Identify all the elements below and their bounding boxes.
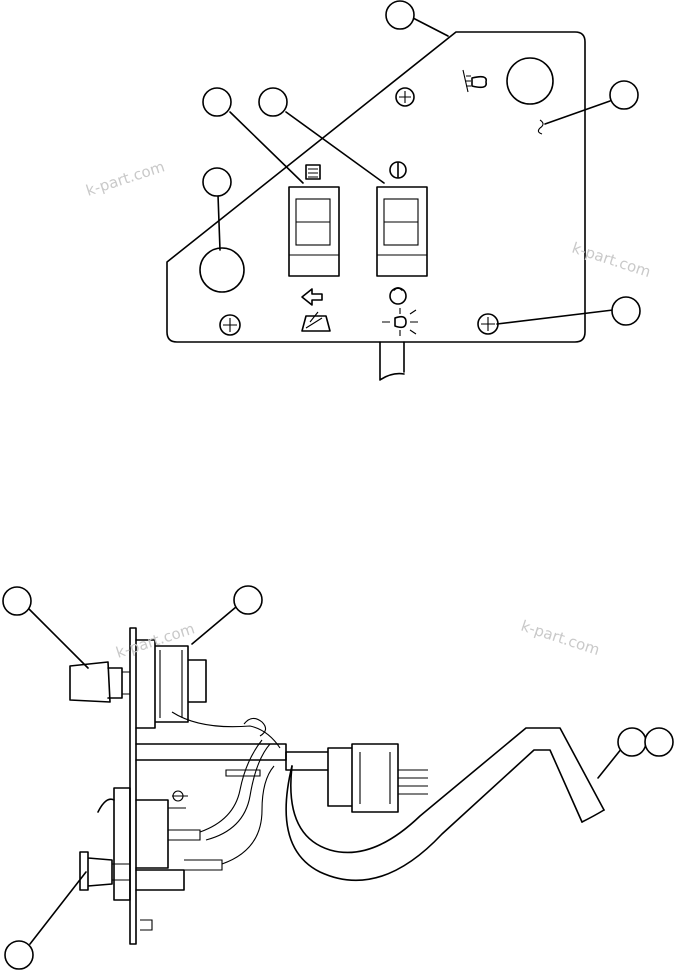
callout-bubble [258, 87, 288, 117]
work-light-icon [305, 164, 321, 180]
headlamp-beam-icon [382, 308, 418, 336]
headlamp-high-beam-icon [462, 69, 488, 93]
watermark-text: k-part.com [84, 157, 167, 199]
bracket [135, 743, 287, 761]
leader-line [412, 17, 449, 37]
switch-body-lower [113, 787, 169, 901]
indicator-lamp [79, 851, 113, 891]
wire [199, 739, 263, 833]
leader-line [544, 100, 611, 125]
knob-hole-left [199, 247, 245, 293]
callout-bubble [2, 586, 32, 616]
screw-icon [219, 314, 241, 336]
wire [171, 711, 281, 749]
knob-hole-right [506, 57, 554, 105]
panel-outline [166, 31, 586, 343]
watermark-text: k-part.com [570, 239, 653, 281]
wire [225, 769, 261, 777]
callout-bubble [202, 167, 232, 197]
rocker-switch-right [376, 186, 428, 277]
leader-line [191, 606, 237, 645]
rotary-knob [69, 661, 111, 703]
panel-plate [129, 627, 137, 945]
switch-body-upper [135, 639, 207, 729]
callout-bubble [609, 80, 639, 110]
cable-stub [379, 341, 405, 381]
wiper-icon [301, 311, 331, 332]
wire [221, 765, 275, 865]
light-switch-icon [389, 287, 407, 305]
callout-bubble [233, 585, 263, 615]
callout-bubble [4, 940, 34, 970]
callout-bubble [617, 727, 647, 757]
callout-bubble [385, 0, 415, 30]
callout-bubble [202, 87, 232, 117]
hazard-icon [389, 161, 407, 179]
connector [285, 743, 399, 813]
leader-line [496, 309, 614, 325]
leader-line [597, 747, 623, 779]
wire [205, 743, 271, 841]
screw-icon [395, 87, 415, 107]
leader-line [217, 194, 221, 251]
wire [243, 717, 267, 737]
parking-brake-icon [301, 288, 323, 306]
watermark-text: k-part.com [519, 617, 602, 659]
callout-bubble [644, 727, 674, 757]
screw-icon [477, 313, 499, 335]
harness [285, 749, 583, 882]
switch-panel-front-view [166, 0, 641, 381]
switch-panel-side-view [2, 585, 674, 970]
callout-bubble [611, 296, 641, 326]
indicator-mark [537, 119, 544, 135]
leader-line [29, 871, 87, 945]
leader-line [285, 111, 385, 184]
leader-line [229, 111, 304, 184]
rocker-switch-left [288, 186, 340, 277]
harness [290, 727, 605, 854]
leader-line [27, 607, 89, 669]
